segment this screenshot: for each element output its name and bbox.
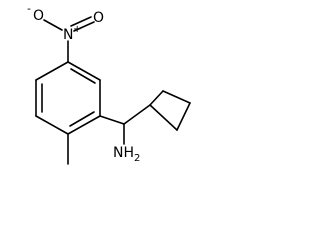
nitro-oxygen-single-label: O <box>33 8 44 24</box>
amine-label: NH2 <box>113 145 140 164</box>
molecule-drawing: O - N + O NH2 <box>27 2 191 165</box>
nitrogen-oxygen-double-bond-a <box>73 21 95 32</box>
nitrogen-oxygen-double-bond-b <box>70 16 92 27</box>
amine-nh-text: NH <box>113 145 134 161</box>
ch-to-cyclobutane-bond <box>123 104 151 125</box>
benzene-bond-1 <box>67 61 101 81</box>
cyclobutane-bond-1 <box>149 90 164 106</box>
cyclobutane-bond-4 <box>149 104 178 131</box>
amine-subscript-text: 2 <box>134 153 140 164</box>
benzene-double-1 <box>70 68 96 84</box>
cyclobutane-bond-2 <box>162 90 191 104</box>
ring-to-ch-bond <box>99 115 125 125</box>
molecule-canvas: O - N + O NH2 <box>27 2 191 165</box>
benzene-double-2 <box>69 111 95 127</box>
nitro-nitrogen-charge-label: + <box>73 24 81 35</box>
cyclobutane-bond-3 <box>176 102 191 131</box>
nitrogen-oxygen-single-bond <box>43 19 63 31</box>
nitro-oxygen-double-label: O <box>93 10 104 26</box>
benzene-bond-4 <box>35 115 69 135</box>
nitro-oxygen-charge-label: - <box>27 2 31 15</box>
nitro-nitrogen-label: N <box>63 27 73 43</box>
benzene-bond-3 <box>67 115 101 135</box>
benzene-bond-6 <box>35 61 69 81</box>
